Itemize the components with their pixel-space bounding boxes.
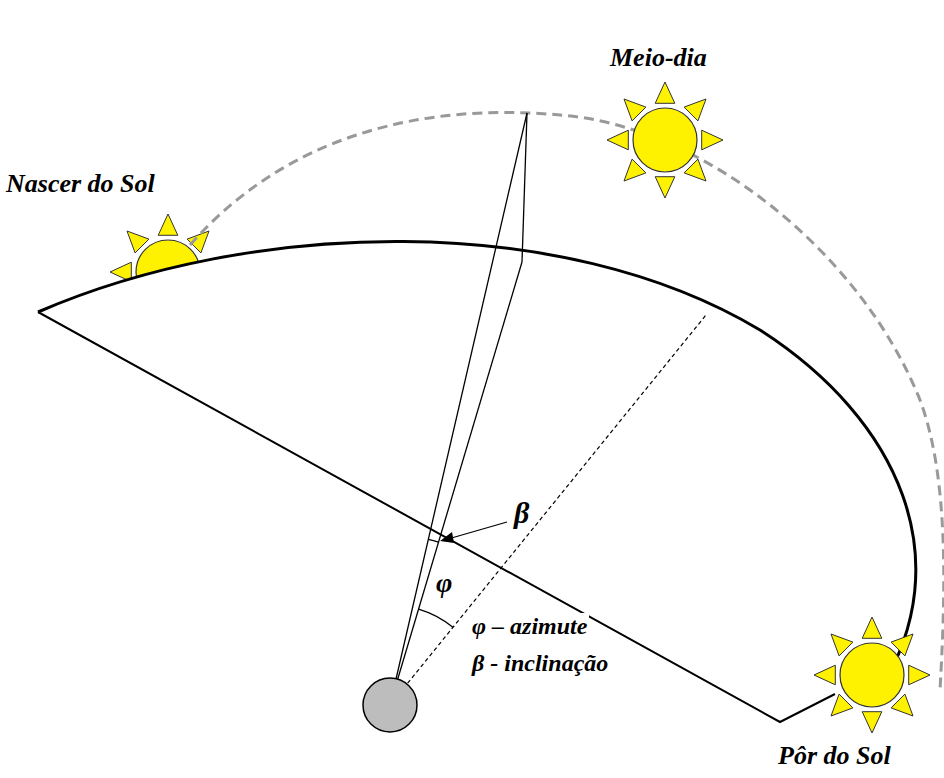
vertical-drop (522, 113, 527, 262)
legend-note: φ – azimute (470, 613, 589, 639)
angle-symbol: φ (434, 568, 454, 599)
sun-position-label: Meio-dia (608, 44, 709, 73)
legend-note: β - inclinação (470, 650, 610, 676)
sun-ray (607, 130, 628, 150)
azimuth-reference (390, 315, 706, 705)
sun-path-arc (190, 112, 944, 690)
horizon-curve (38, 241, 916, 690)
sun-ray (655, 82, 675, 103)
azimuth-arc (419, 609, 453, 627)
sun-position-label: Nascer do Sol (4, 170, 157, 199)
sun-disc (633, 108, 697, 172)
inclination-pointer (448, 522, 507, 539)
sun-ray (702, 130, 723, 150)
noon-sun (607, 82, 723, 198)
ground-fill (38, 241, 916, 722)
horizon-base (38, 312, 835, 722)
sun-ray (158, 214, 178, 235)
sun-disc (840, 643, 904, 707)
sunset-sun (814, 617, 930, 733)
sun-ray (814, 665, 835, 685)
observer-dot (363, 678, 417, 732)
sun-position-label: Pôr do Sol (776, 742, 893, 771)
sun-ray (862, 712, 882, 733)
sun-ray (655, 177, 675, 198)
sun-ray (862, 617, 882, 638)
angle-symbol: β (512, 496, 531, 529)
pointer-head (440, 532, 454, 543)
sun-ray (909, 665, 930, 685)
inclination-arc (428, 539, 438, 542)
